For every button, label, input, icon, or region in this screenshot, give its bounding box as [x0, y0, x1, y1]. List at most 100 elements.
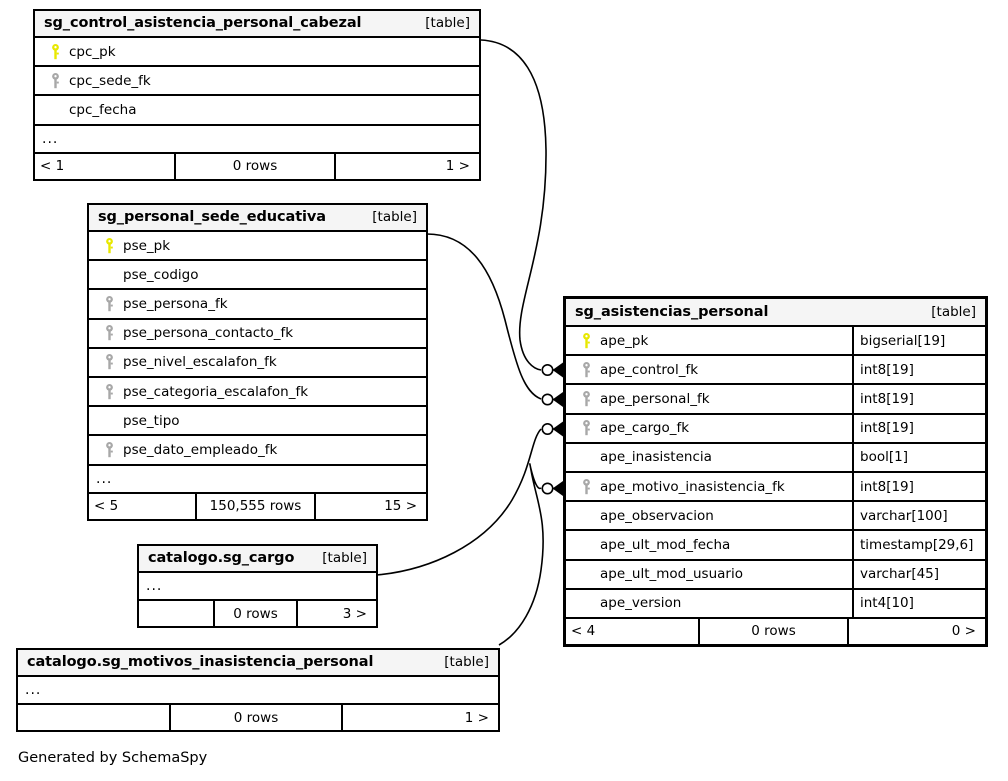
prev-columns-button[interactable]: < 5 — [94, 498, 119, 514]
primary-key-icon — [97, 237, 121, 254]
table-kind-label: [table] — [322, 550, 367, 566]
column-name-cell: pse_persona_fk — [89, 290, 426, 317]
column-name-cell: ape_personal_fk — [566, 385, 852, 412]
column-name: pse_nivel_escalafon_fk — [123, 354, 277, 371]
foreign-key-icon — [97, 441, 121, 458]
column-row-ape-inasistencia[interactable]: ape_inasistencia bool[1] — [566, 443, 985, 473]
column-name: ape_version — [600, 595, 682, 612]
table-header-catalogo-sg-cargo[interactable]: catalogo.sg_cargo [table] — [139, 546, 376, 573]
column-name: ape_motivo_inasistencia_fk — [600, 478, 785, 495]
table-kind-label: [table] — [372, 209, 417, 225]
column-name: pse_categoria_escalafon_fk — [123, 383, 309, 400]
table-title: sg_asistencias_personal — [575, 303, 769, 320]
column-row-cpc-fecha[interactable]: cpc_fecha — [35, 96, 479, 126]
row-count-label: 0 rows — [174, 153, 336, 179]
table-footer: < 1 0 rows 1 > — [35, 153, 479, 179]
next-columns-button[interactable]: 3 > — [342, 605, 367, 622]
column-type: varchar[45] — [852, 560, 985, 588]
column-row-ape-cargo-fk[interactable]: ape_cargo_fk int8[19] — [566, 414, 985, 444]
column-row-cpc-sede-fk[interactable]: cpc_sede_fk — [35, 67, 479, 97]
prev-columns-button[interactable]: < 4 — [571, 623, 596, 640]
column-row-ape-control-fk[interactable]: ape_control_fk int8[19] — [566, 356, 985, 386]
table-header-sg-control-asistencia-personal-cabezal[interactable]: sg_control_asistencia_personal_cabezal [t… — [35, 11, 479, 38]
table-kind-label: [table] — [444, 654, 489, 670]
foreign-key-icon — [97, 295, 121, 312]
prev-columns-button[interactable] — [139, 601, 213, 626]
column-name: ape_personal_fk — [600, 390, 710, 407]
table-kind-label: [table] — [425, 15, 470, 31]
more-columns-indicator[interactable]: ... — [18, 677, 498, 705]
er-table-catalogo-sg-cargo[interactable]: catalogo.sg_cargo [table]...0 rows 3 > — [137, 544, 378, 628]
column-type: int8[19] — [852, 356, 985, 384]
column-row-ape-motivo-inasistencia-fk[interactable]: ape_motivo_inasistencia_fk int8[19] — [566, 472, 985, 503]
column-type: varchar[100] — [852, 502, 985, 530]
table-header-catalogo-sg-motivos-inasistencia-personal[interactable]: catalogo.sg_motivos_inasistencia_persona… — [18, 650, 498, 677]
column-type: bool[1] — [852, 443, 985, 471]
column-name: ape_pk — [600, 332, 649, 349]
row-count-label: 0 rows — [213, 601, 298, 626]
more-columns-indicator[interactable]: ... — [35, 126, 479, 154]
column-name-cell: ape_motivo_inasistencia_fk — [566, 473, 852, 500]
prev-columns-button[interactable]: < 1 — [40, 158, 65, 175]
edge-sg-motivos-to-ape-motivo-fk — [498, 463, 544, 646]
next-columns-button[interactable]: 15 > — [384, 498, 417, 514]
column-name-cell: pse_nivel_escalafon_fk — [89, 349, 426, 376]
column-row-cpc-pk[interactable]: cpc_pk — [35, 38, 479, 68]
column-type: timestamp[29,6] — [852, 531, 985, 559]
column-name: ape_cargo_fk — [600, 420, 690, 437]
column-row-pse-persona-contacto-fk[interactable]: pse_persona_contacto_fk — [89, 320, 426, 349]
primary-key-icon — [43, 43, 67, 60]
column-row-pse-nivel-escalafon-fk[interactable]: pse_nivel_escalafon_fk — [89, 349, 426, 378]
next-columns-button[interactable]: 0 > — [951, 623, 976, 640]
table-kind-label: [table] — [931, 303, 976, 320]
next-columns-button[interactable]: 1 > — [445, 158, 470, 175]
column-row-pse-codigo[interactable]: pse_codigo — [89, 261, 426, 291]
row-count-label: 0 rows — [169, 705, 343, 730]
edge-pse-pk-to-ape-personal-fk — [426, 233, 542, 400]
column-type: int4[10] — [852, 589, 985, 617]
more-columns-indicator[interactable]: ... — [89, 466, 426, 494]
column-row-pse-persona-fk[interactable]: pse_persona_fk — [89, 290, 426, 320]
column-name-cell: ape_ult_mod_usuario — [566, 561, 852, 588]
column-type: int8[19] — [852, 414, 985, 442]
more-columns-indicator[interactable]: ... — [139, 573, 376, 601]
foreign-key-icon — [97, 325, 121, 341]
column-name: ape_control_fk — [600, 361, 699, 378]
column-name: pse_codigo — [123, 266, 199, 283]
table-footer: 0 rows 1 > — [18, 705, 498, 730]
table-footer: 0 rows 3 > — [139, 601, 376, 626]
foreign-key-icon — [574, 420, 598, 436]
table-title: catalogo.sg_cargo — [148, 550, 295, 566]
column-row-pse-pk[interactable]: pse_pk — [89, 232, 426, 262]
next-columns-button[interactable]: 1 > — [464, 709, 489, 726]
column-name: pse_persona_fk — [123, 295, 228, 312]
table-header-sg-personal-sede-educativa[interactable]: sg_personal_sede_educativa [table] — [89, 205, 426, 232]
er-table-sg-control-asistencia-personal-cabezal[interactable]: sg_control_asistencia_personal_cabezal [t… — [33, 9, 481, 181]
column-name-cell: ape_ult_mod_fecha — [566, 531, 852, 558]
column-name-cell: pse_tipo — [89, 407, 426, 434]
er-table-catalogo-sg-motivos-inasistencia-personal[interactable]: catalogo.sg_motivos_inasistencia_persona… — [16, 648, 500, 732]
table-title: sg_control_asistencia_personal_cabezal — [44, 15, 362, 31]
column-row-ape-version[interactable]: ape_version int4[10] — [566, 589, 985, 619]
column-row-pse-tipo[interactable]: pse_tipo — [89, 407, 426, 437]
prev-columns-button[interactable] — [18, 705, 169, 730]
diagram-caption: Generated by SchemaSpy — [18, 750, 208, 766]
column-row-pse-dato-empleado-fk[interactable]: pse_dato_empleado_fk — [89, 436, 426, 466]
column-name: cpc_sede_fk — [69, 72, 151, 89]
column-type: int8[19] — [852, 472, 985, 501]
column-name: pse_persona_contacto_fk — [123, 325, 294, 342]
table-title: sg_personal_sede_educativa — [98, 209, 326, 225]
column-name: ape_inasistencia — [600, 449, 712, 466]
edge-endpoints — [541, 362, 563, 496]
column-row-pse-categoria-escalafon-fk[interactable]: pse_categoria_escalafon_fk — [89, 378, 426, 408]
table-header-sg-asistencias-personal[interactable]: sg_asistencias_personal [table] — [566, 299, 985, 327]
